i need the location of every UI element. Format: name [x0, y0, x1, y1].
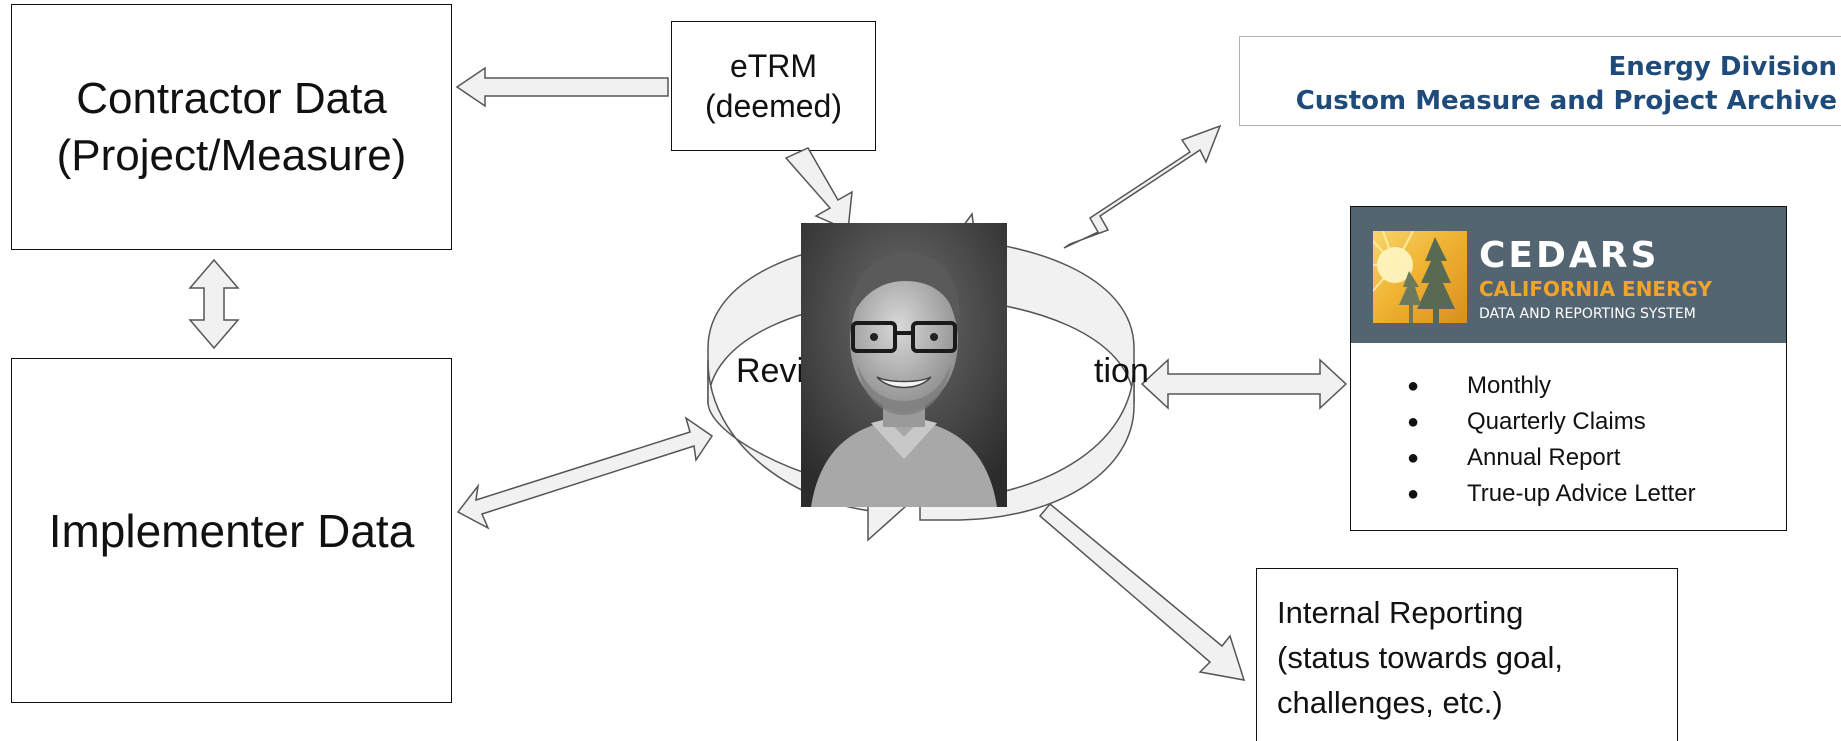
arrow-etrm-to-cycle-icon: [784, 147, 853, 232]
cycle-label: Revi tion: [736, 352, 1149, 391]
cedars-report-list: ●Monthly ●Quarterly Claims ●Annual Repor…: [1351, 368, 1786, 512]
list-item: ●Quarterly Claims: [1351, 404, 1786, 440]
arrow-cycle-to-internal-icon: [1038, 502, 1246, 681]
contractor-data-label: Contractor Data (Project/Measure): [56, 73, 407, 180]
arrow-etrm-to-contractor-icon: [455, 66, 669, 108]
cycle-ring-front-right: [919, 363, 1135, 521]
internal-reporting-box: Internal Reporting (status towards goal,…: [1256, 568, 1678, 741]
energy-division-archive-box: Energy Division Custom Measure and Proje…: [1239, 36, 1841, 126]
cedars-logo-subtitle: CALIFORNIA ENERGY: [1479, 277, 1712, 301]
etrm-label: eTRM (deemed): [705, 48, 842, 124]
implementer-data-box: Implementer Data: [11, 358, 452, 703]
arrow-contractor-implementer-icon: [188, 258, 240, 350]
list-item: ●Annual Report: [1351, 440, 1786, 476]
contractor-data-box: Contractor Data (Project/Measure): [11, 4, 452, 250]
bullet-icon: ●: [1407, 375, 1420, 397]
archive-title-line1: Energy Division: [1608, 52, 1837, 82]
arrow-implementer-cycle-icon: [456, 416, 714, 530]
arrow-cycle-archive-icon: [1063, 124, 1222, 249]
cedars-logo-name: CEDARS: [1479, 235, 1660, 276]
cedars-logo-icon: [1373, 231, 1467, 323]
implementer-data-label: Implementer Data: [48, 504, 415, 557]
cedars-banner: CEDARS CALIFORNIA ENERGY DATA AND REPORT…: [1351, 207, 1786, 343]
person-photo: [801, 223, 1007, 507]
archive-title-line2: Custom Measure and Project Archive: [1295, 85, 1837, 116]
arrow-cycle-cedars-icon: [1140, 358, 1348, 410]
cycle-label-right: tion: [1094, 352, 1149, 390]
bullet-icon: ●: [1407, 447, 1420, 469]
bullet-icon: ●: [1407, 411, 1420, 433]
list-item: ●True-up Advice Letter: [1351, 476, 1786, 512]
bullet-icon: ●: [1407, 483, 1420, 505]
list-item: ●Monthly: [1351, 368, 1786, 404]
cedars-logo-subtitle2: DATA AND REPORTING SYSTEM: [1479, 306, 1696, 322]
cycle-label-left: Revi: [736, 352, 805, 390]
etrm-box: eTRM (deemed): [671, 21, 876, 151]
cedars-box: CEDARS CALIFORNIA ENERGY DATA AND REPORT…: [1350, 206, 1787, 531]
